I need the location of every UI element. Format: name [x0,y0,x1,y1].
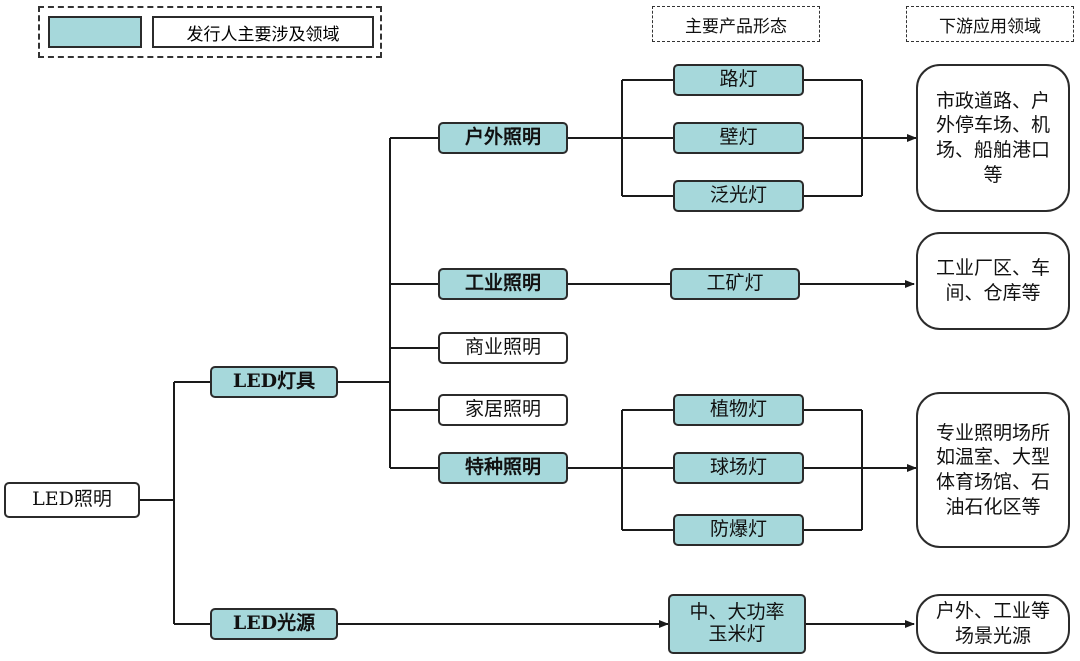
connector-root [140,381,210,625]
header-products: 主要产品形态 [652,6,820,42]
connector-fixtures [338,137,438,469]
product-street-lamp: 路灯 [673,64,804,96]
app-light-source: 户外、工业等场景光源 [916,594,1070,654]
app-special: 专业照明场所如温室、大型体育场馆、石油石化区等 [916,392,1070,548]
node-led-fixtures: LED灯具 [210,366,338,398]
node-outdoor-lighting: 户外照明 [438,122,568,154]
app-outdoor: 市政道路、户外停车场、机场、船舶港口等 [916,64,1070,212]
node-commercial-lighting: 商业照明 [438,332,568,364]
node-industrial-lighting: 工业照明 [438,268,568,300]
app-industrial: 工业厂区、车间、仓库等 [916,232,1070,330]
node-special-lighting: 特种照明 [438,452,568,484]
product-corn-lamp: 中、大功率玉米灯 [668,594,806,654]
product-plant-lamp: 植物灯 [673,394,804,426]
legend-label: 发行人主要涉及领域 [152,16,374,48]
connector-special [568,409,863,531]
node-led-lighting: LED照明 [4,482,140,518]
legend: 发行人主要涉及领域 [38,6,382,58]
product-mining-lamp: 工矿灯 [670,268,800,300]
product-floodlight: 泛光灯 [673,180,804,212]
legend-swatch [48,16,142,48]
product-stadium-lamp: 球场灯 [673,452,804,484]
header-downstream: 下游应用领域 [906,6,1074,42]
product-wall-lamp: 壁灯 [673,122,804,154]
node-led-light-source: LED光源 [210,608,338,640]
node-home-lighting: 家居照明 [438,394,568,426]
product-explosion-proof-lamp: 防爆灯 [673,514,804,546]
